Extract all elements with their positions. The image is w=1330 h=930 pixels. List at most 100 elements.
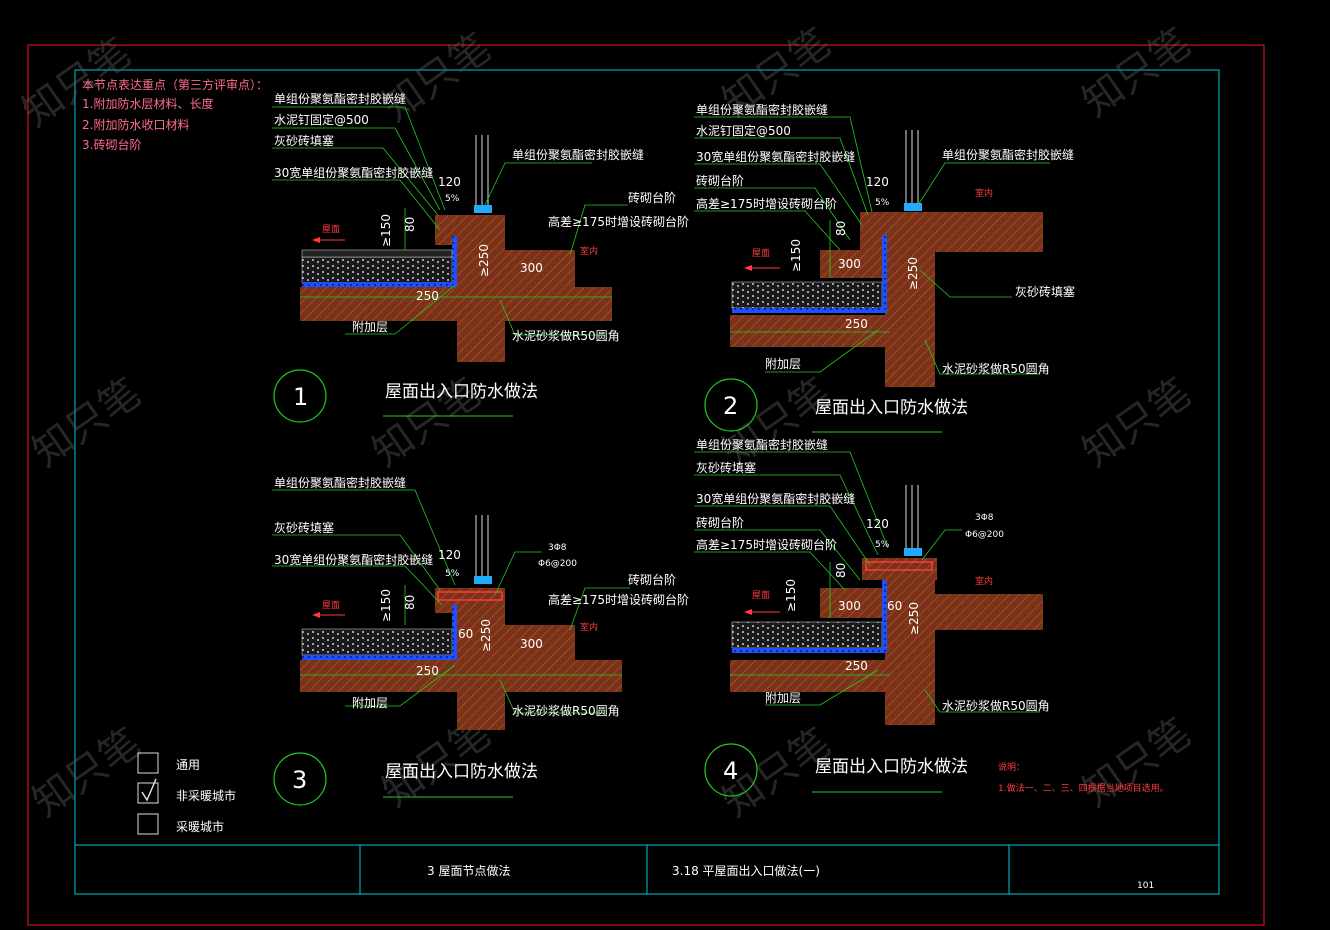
d4-dim-2: ≥150 xyxy=(784,579,798,612)
title-block: 3 屋面节点做法 3.18 平屋面出入口做法(一) 101 xyxy=(427,863,1154,891)
legend: 通用 非采暖城市 采暖城市 xyxy=(137,752,236,835)
d4-label-3: 砖砌台阶 xyxy=(696,515,744,530)
legend-label-2: 非采暖城市 xyxy=(176,788,236,803)
d4-membrane-h xyxy=(732,648,887,653)
d4-label-2: 30宽单组份聚氨酯密封胶嵌缝 xyxy=(696,491,855,506)
watermark-12: 知只笔 xyxy=(1074,710,1199,817)
d3-dim-7: 250 xyxy=(416,664,439,678)
d3-outdoor: 屋面 xyxy=(322,600,340,611)
d2-dim-5: ≥250 xyxy=(906,257,920,290)
d2-indoor: 室内 xyxy=(975,187,993,199)
d3-dim-0: 120 xyxy=(438,548,461,562)
d3-number-circle xyxy=(273,752,327,806)
watermark-4: 知只笔 xyxy=(1074,20,1199,127)
d1-screed xyxy=(301,249,453,258)
d4-indoor: 室内 xyxy=(975,575,993,587)
d1-indoor: 室内 xyxy=(580,245,598,257)
d2-dim-0: 120 xyxy=(866,175,889,189)
note: 说明： 1.做法一、二、三、四根据当地项目选用。 xyxy=(998,761,1169,794)
d1-dim-5: 300 xyxy=(520,261,543,275)
d2-dim-3: 80 xyxy=(834,221,848,236)
d1-label-0: 单组份聚氨酯密封胶嵌缝 xyxy=(274,91,406,106)
d1-insulation xyxy=(301,256,453,284)
note-title: 说明： xyxy=(998,761,1025,773)
d4-outdoor: 屋面 xyxy=(752,590,770,601)
d2-label-7: 附加层 xyxy=(765,357,801,371)
d2-roof-slab xyxy=(730,315,890,347)
d3-rebar-1: Φ6@200 xyxy=(538,559,577,569)
review-notes: 本节点表达重点（第三方评审点）： 1.附加防水层材料、长度 2.附加防水收口材料… xyxy=(82,77,268,152)
title-block-drawing: 3.18 平屋面出入口做法(一) xyxy=(672,863,820,878)
d2-label-0: 单组份聚氨酯密封胶嵌缝 xyxy=(696,102,828,117)
d3-dim-5: ≥250 xyxy=(479,619,493,652)
d3-dim-4: 60 xyxy=(458,627,473,641)
d1-wall-column xyxy=(457,240,505,362)
watermark-2: 知只笔 xyxy=(374,25,499,132)
detail-2: 单组份聚氨酯密封胶嵌缝 水泥钉固定@500 30宽单组份聚氨酯密封胶嵌缝 砖砌台… xyxy=(694,102,1075,433)
legend-label-1: 通用 xyxy=(176,758,200,772)
d3-dim-3: 80 xyxy=(403,595,417,610)
d1-label-3: 30宽单组份聚氨酯密封胶嵌缝 xyxy=(274,165,433,180)
watermark-8: 知只笔 xyxy=(1074,370,1199,477)
d1-outdoor: 屋面 xyxy=(322,224,340,235)
d1-label-8: 水泥砂浆做R50圆角 xyxy=(512,328,620,343)
d3-title: 屋面出入口防水做法 xyxy=(385,762,538,782)
d1-membrane-h xyxy=(302,282,457,287)
d1-dim-1: 5% xyxy=(445,194,460,204)
d2-insulation xyxy=(731,281,883,309)
d4-insulation xyxy=(731,621,883,649)
d1-number-circle xyxy=(273,369,327,423)
d4-dim-6: ≥250 xyxy=(907,602,921,635)
checkmark-icon xyxy=(141,778,157,802)
title-block-chapter: 3 屋面节点做法 xyxy=(427,863,510,878)
d2-title: 屋面出入口防水做法 xyxy=(815,398,968,418)
d1-dim-3: 80 xyxy=(403,217,417,232)
d3-label-6: 水泥砂浆做R50圆角 xyxy=(512,703,620,718)
review-note-2: 2.附加防水收口材料 xyxy=(82,117,189,132)
d2-label-2: 30宽单组份聚氨酯密封胶嵌缝 xyxy=(696,149,855,164)
d4-rebar-0: 3Φ8 xyxy=(975,513,994,523)
d3-dim-2: ≥150 xyxy=(379,589,393,622)
d4-number-circle xyxy=(704,743,758,797)
d2-label-4: 高差≥175时增设砖砌台阶 xyxy=(696,196,837,211)
review-note-3: 3.砖砌台阶 xyxy=(82,137,141,152)
d2-dim-4: 300 xyxy=(838,257,861,271)
d1-label-7: 附加层 xyxy=(352,320,388,334)
d3-dim-1: 5% xyxy=(445,569,460,579)
review-note-1: 1.附加防水层材料、长度 xyxy=(82,96,213,111)
d4-dim-4: 300 xyxy=(838,599,861,613)
legend-checkbox-3[interactable] xyxy=(137,813,159,835)
legend-checkbox-1[interactable] xyxy=(137,752,159,774)
d4-dim-1: 5% xyxy=(875,540,890,550)
review-notes-title: 本节点表达重点（第三方评审点）： xyxy=(82,77,268,92)
d3-label-3: 砖砌台阶 xyxy=(628,572,676,587)
legend-checkbox-2[interactable] xyxy=(137,782,159,804)
d3-insulation xyxy=(301,628,453,656)
d1-dim-0: 120 xyxy=(438,175,461,189)
d2-membrane-v xyxy=(882,235,887,313)
d1-roof-slab xyxy=(300,287,612,321)
d4-indoor-slab xyxy=(935,594,1043,630)
d2-label-8: 水泥砂浆做R50圆角 xyxy=(942,361,1050,376)
d1-title: 屋面出入口防水做法 xyxy=(385,382,538,402)
d4-number: 4 xyxy=(723,757,738,785)
watermark-5: 知只笔 xyxy=(24,370,149,477)
d3-label-1: 灰砂砖填塞 xyxy=(274,520,334,535)
d3-rebar-0: 3Φ8 xyxy=(548,543,567,553)
detail-3: 单组份聚氨酯密封胶嵌缝 灰砂砖填塞 30宽单组份聚氨酯密封胶嵌缝 砖砌台阶 高差… xyxy=(272,475,689,806)
d4-dim-5: 60 xyxy=(887,599,902,613)
d2-number: 2 xyxy=(723,392,738,420)
outer-border xyxy=(27,44,1265,926)
d1-indoor-step xyxy=(505,250,575,287)
detail-1: 单组份聚氨酯密封胶嵌缝 水泥钉固定@500 灰砂砖填塞 30宽单组份聚氨酯密封胶… xyxy=(272,91,689,423)
d2-dim-1: 5% xyxy=(875,198,890,208)
d1-membrane-v xyxy=(452,236,457,287)
d3-membrane-h xyxy=(302,655,457,660)
d3-wall-column xyxy=(457,605,505,730)
d2-label-6: 灰砂砖填塞 xyxy=(1015,284,1075,299)
d3-label-2: 30宽单组份聚氨酯密封胶嵌缝 xyxy=(274,552,433,567)
d4-wall-column xyxy=(885,580,935,725)
d2-label-1: 水泥钉固定@500 xyxy=(696,123,791,138)
d3-label-0: 单组份聚氨酯密封胶嵌缝 xyxy=(274,475,406,490)
